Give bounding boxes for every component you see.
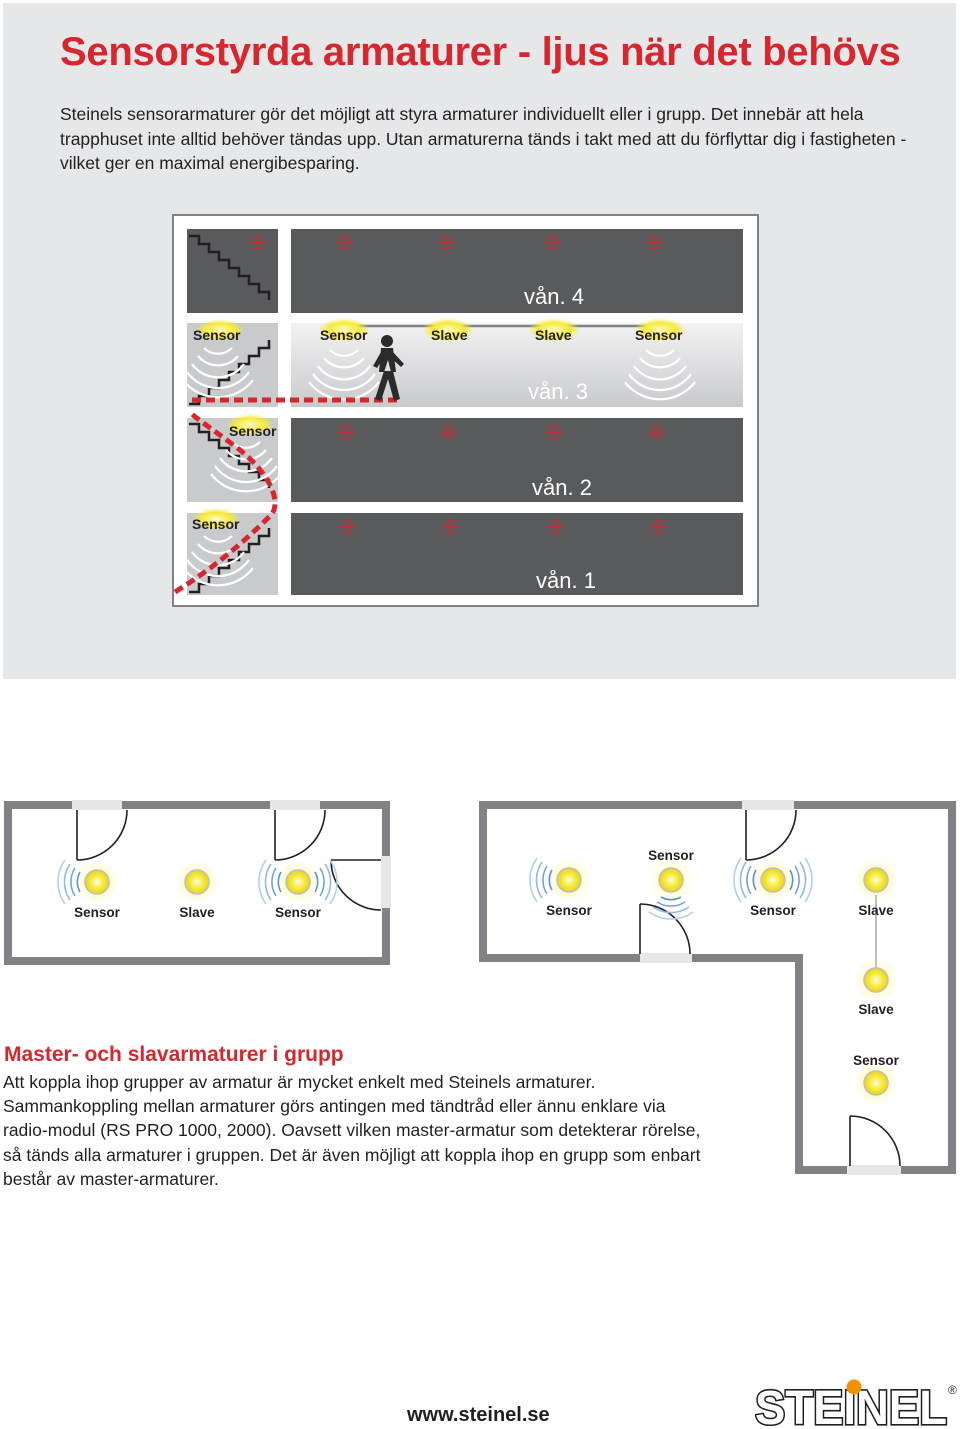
plan-a-door-3: [330, 859, 382, 911]
lamp-glow-1: [318, 318, 370, 342]
floor-label-1: vån. 1: [536, 568, 596, 593]
lamp-glow-stair-3: [196, 319, 244, 341]
plan-a-label-2: Slave: [179, 905, 215, 920]
plan-b-label-5: Slave: [858, 1002, 894, 1017]
floor-label-4: vån. 4: [524, 284, 584, 309]
plan-b-lamp-5: [853, 957, 899, 1003]
group-heading: Master- och slavarmaturer i grupp: [4, 1043, 344, 1066]
walking-path: [173, 397, 402, 595]
corridor-label-4: Sensor: [635, 327, 683, 343]
floor-label-3: vån. 3: [528, 379, 588, 404]
lamp-glow-4: [634, 318, 686, 342]
plan-a-door-2: [274, 809, 326, 861]
lamp-glow-stair-1: [192, 508, 240, 530]
plan-b-lamp-3: [750, 857, 796, 903]
plan-a-door-gap-2: [270, 800, 320, 810]
lamp-glow-stair-2: [226, 414, 274, 436]
corridor-label-1: Sensor: [320, 327, 368, 343]
plan-a-lamp-1: [74, 859, 120, 905]
website-link[interactable]: www.steinel.se: [407, 1404, 550, 1426]
plan-b-door-gap-1: [742, 800, 794, 810]
corridor-floor-1: [291, 513, 743, 595]
plan-b-lamp-2: [648, 857, 694, 903]
corridor-floor-4: [291, 229, 743, 313]
plan-a-lamp-2: [174, 859, 220, 905]
stairwell-diagram: vån. 4 vån. 3 vån. 2 vån. 1 Sensor Senso…: [172, 214, 759, 607]
plan-b-label-3: Sensor: [750, 903, 797, 918]
corridor-label-2: Slave: [431, 327, 468, 343]
plan-b-walls: [479, 801, 956, 1174]
stair-steps-4: [189, 234, 271, 300]
plan-a-door-gap-3: [381, 856, 391, 908]
plan-b-door-3: [849, 1115, 901, 1167]
plan-a-label-3: Sensor: [275, 905, 322, 920]
plan-b-label-4: Slave: [858, 903, 894, 918]
person-walking-icon: [373, 335, 404, 401]
plan-b-label-2: Sensor: [648, 848, 695, 863]
plan-b-door-1: [745, 809, 797, 861]
stair-steps-2: [189, 422, 271, 488]
floor-label-2: vån. 2: [532, 475, 592, 500]
logo-registered-mark: ®: [948, 1383, 957, 1397]
plan-a-lamp-3: [275, 859, 321, 905]
page-title: Sensorstyrda armaturer - ljus när det be…: [60, 30, 901, 74]
floorplan-diagrams: Sensor Slave Sensor Sensor Sensor Sensor…: [4, 800, 956, 1175]
plan-b-door-gap-2: [640, 953, 692, 963]
plan-a-door-1: [76, 809, 128, 861]
group-paragraph: Att koppla ihop grupper av armatur är my…: [3, 1072, 701, 1189]
plan-b-lamp-1: [546, 857, 592, 903]
steinel-logo: STEINEL ®: [755, 1379, 957, 1426]
plan-b-label-1: Sensor: [546, 903, 593, 918]
plan-a-door-gap-1: [72, 800, 122, 810]
lamp-glow-2: [422, 318, 474, 342]
stair-sensor-label-2: Sensor: [229, 423, 277, 439]
plan-b-label-6: Sensor: [853, 1053, 900, 1068]
plan-b-lamp-4: [853, 857, 899, 903]
intro-paragraph: Steinels sensorarmaturer gör det möjligt…: [60, 104, 907, 173]
lamp-glow-3: [528, 318, 580, 342]
plan-b-door-gap-3: [847, 1165, 901, 1175]
plan-a-label-1: Sensor: [74, 905, 121, 920]
corridor-label-3: Slave: [535, 327, 572, 343]
logo-dot: [846, 1379, 862, 1395]
stair-sensor-label-3: Sensor: [193, 327, 241, 343]
stair-sensor-label-1: Sensor: [192, 516, 240, 532]
corridor-floor-2: [291, 418, 743, 502]
